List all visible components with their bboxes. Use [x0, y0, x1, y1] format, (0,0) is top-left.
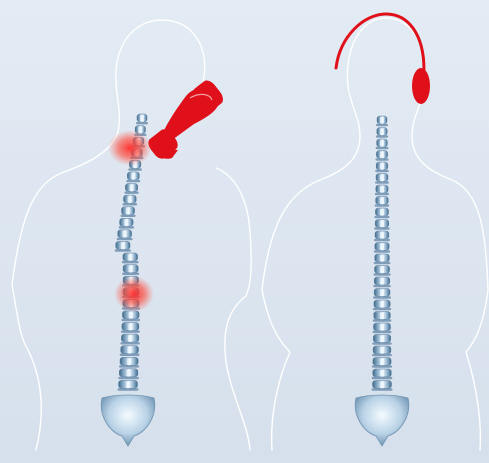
- right-spinous-process: [380, 301, 384, 308]
- left-disc: [120, 342, 139, 345]
- right-disc: [374, 227, 390, 230]
- right-disc: [375, 204, 390, 207]
- right-disc: [375, 170, 389, 173]
- left-disc: [121, 319, 140, 322]
- right-disc: [376, 135, 388, 138]
- left-disc: [136, 122, 148, 125]
- right-spinous-process: [380, 267, 384, 274]
- right-disc: [375, 158, 388, 161]
- right-spinous-process: [380, 140, 384, 147]
- right-spinous-process: [380, 313, 384, 320]
- right-spinous-process: [380, 129, 384, 136]
- right-spinous-process: [380, 186, 384, 193]
- neck-pain-spot: [108, 130, 152, 166]
- lower-back-pain-spot: [114, 276, 154, 312]
- right-disc: [374, 239, 390, 242]
- left-spinous-process: [129, 312, 133, 319]
- right-disc: [374, 250, 390, 253]
- right-spinous-process: [380, 198, 384, 205]
- right-spinous-process: [380, 152, 384, 159]
- left-spinous-process: [128, 324, 132, 331]
- right-disc: [373, 319, 392, 322]
- left-spinous-process: [124, 219, 128, 226]
- right-disc: [372, 342, 391, 345]
- right-spinous-process: [380, 290, 384, 297]
- right-spinous-process: [380, 324, 384, 331]
- left-disc: [122, 261, 139, 264]
- right-spinous-process: [380, 255, 384, 262]
- left-spinous-process: [128, 254, 132, 261]
- left-disc: [121, 330, 140, 333]
- left-spinous-process: [123, 231, 127, 238]
- right-spinous-process: [380, 209, 384, 216]
- left-disc: [123, 203, 138, 206]
- right-disc: [376, 124, 388, 127]
- left-spinous-process: [129, 266, 133, 273]
- left-spinous-process: [127, 358, 131, 365]
- right-disc: [373, 285, 391, 288]
- right-disc: [376, 147, 389, 150]
- right-spinous-process: [380, 117, 384, 124]
- left-spinous-process: [126, 208, 130, 215]
- right-spinous-process: [380, 336, 384, 343]
- right-disc: [372, 377, 393, 380]
- right-spinous-process: [380, 382, 384, 389]
- left-spinous-process: [128, 347, 132, 354]
- right-disc: [373, 296, 391, 299]
- right-disc: [375, 181, 389, 184]
- left-disc: [119, 226, 135, 229]
- left-spinous-process: [130, 185, 134, 192]
- left-disc: [122, 273, 139, 276]
- left-disc: [126, 180, 140, 183]
- right-disc: [372, 354, 392, 357]
- right-spinous-process: [380, 163, 384, 170]
- right-spinous-process: [380, 175, 384, 182]
- right-spinous-process: [380, 359, 384, 366]
- right-disc: [372, 365, 392, 368]
- left-spinous-process: [140, 115, 144, 122]
- right-disc: [374, 216, 389, 219]
- left-disc: [120, 354, 140, 357]
- left-disc: [118, 377, 139, 380]
- right-disc: [372, 388, 393, 391]
- right-spinous-process: [380, 370, 384, 377]
- left-disc: [121, 215, 136, 218]
- right-disc: [374, 262, 391, 265]
- right-disc: [374, 273, 391, 276]
- left-disc: [117, 238, 133, 241]
- right-disc: [373, 331, 392, 334]
- right-spinous-process: [380, 221, 384, 228]
- left-spinous-process: [127, 370, 131, 377]
- left-disc: [119, 365, 139, 368]
- left-spinous-process: [131, 173, 135, 180]
- left-disc: [118, 388, 139, 391]
- right-spinous-process: [380, 232, 384, 239]
- right-spinous-process: [380, 278, 384, 285]
- right-disc: [375, 193, 389, 196]
- right-disc: [373, 308, 391, 311]
- left-disc: [124, 191, 138, 194]
- left-spinous-process: [121, 242, 125, 249]
- right-spinous-process: [380, 244, 384, 251]
- left-disc: [128, 168, 142, 171]
- left-spinous-process: [128, 335, 132, 342]
- right-spinous-process: [380, 347, 384, 354]
- left-spinous-process: [128, 196, 132, 203]
- left-spinous-process: [126, 381, 130, 388]
- left-disc: [115, 249, 131, 252]
